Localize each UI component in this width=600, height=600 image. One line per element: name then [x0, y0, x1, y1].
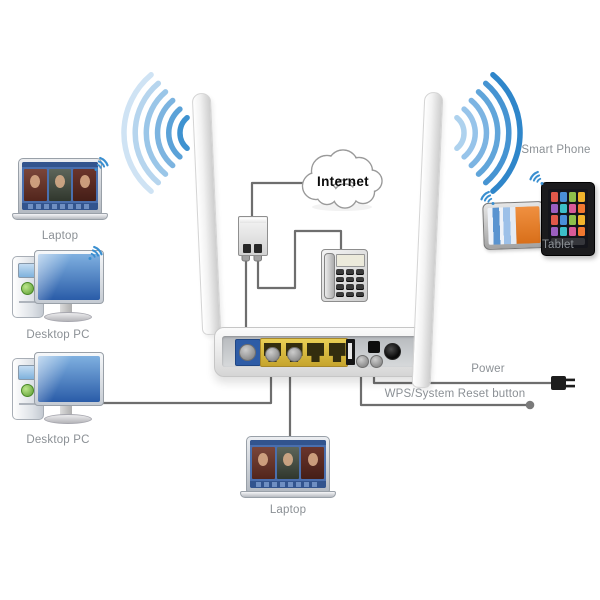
- cable-splitter-to-phone: [256, 229, 343, 290]
- laptop-screen: [246, 436, 330, 492]
- router-port-panel: [222, 336, 418, 368]
- wifi-waves-right-icon: [454, 72, 523, 194]
- lan-port-4: [328, 343, 346, 362]
- lan-port-panel: [260, 338, 348, 367]
- pc-monitor: [34, 352, 104, 406]
- lan2-cable-connector: [286, 347, 302, 362]
- internet-cloud-label: Internet: [317, 174, 369, 189]
- desktop-pc-upper: [8, 245, 108, 330]
- wifi-icon: [94, 156, 109, 171]
- phone-handset: [324, 253, 335, 299]
- router-body: [214, 327, 426, 377]
- usb-port: [346, 339, 355, 365]
- cable-splitter-to-internet: [250, 181, 303, 224]
- dsl-cable-connector: [239, 344, 256, 361]
- smart-phone-label: Smart Phone: [521, 144, 591, 156]
- tablet-screen: [548, 189, 588, 248]
- wps-callout-label: WPS/System Reset button: [384, 388, 526, 400]
- internet-cloud: Internet: [301, 149, 383, 211]
- phone-display: [336, 254, 365, 267]
- laptop-screen: [18, 158, 102, 214]
- power-jack: [384, 343, 401, 360]
- wps-reset-button: [368, 341, 380, 353]
- wifi-icon: [88, 245, 103, 260]
- wps-callout-connector: [356, 355, 369, 368]
- lan-port-3: [307, 343, 324, 362]
- splitter-port: [254, 244, 262, 253]
- laptop-bottom-label: Laptop: [269, 504, 307, 516]
- laptop-left: [12, 156, 109, 220]
- laptop-bottom: [240, 436, 336, 498]
- laptop-left-label: Laptop: [41, 230, 79, 242]
- splitter-port: [243, 244, 251, 253]
- laptop-base: [240, 491, 336, 498]
- tablet-dock: [551, 238, 585, 245]
- wifi-icon: [480, 190, 495, 205]
- lan1-cable-connector: [265, 347, 280, 362]
- power-callout-label: Power: [471, 363, 505, 375]
- laptop-base: [12, 213, 108, 220]
- dsl-port: [235, 339, 261, 366]
- power-plug-icon: [551, 376, 575, 390]
- desktop-pc-lower-label: Desktop PC: [26, 434, 90, 446]
- wps-callout-dot: [525, 400, 535, 410]
- tablet: [541, 182, 595, 256]
- wifi-waves-left-icon: [121, 72, 190, 194]
- desktop-pc-upper-label: Desktop PC: [26, 329, 90, 341]
- desktop-pc-lower: [8, 352, 108, 432]
- desk-phone: [321, 249, 368, 302]
- wifi-icon: [529, 170, 544, 185]
- line-splitter: [238, 216, 268, 256]
- phone-keypad: [336, 269, 364, 297]
- pc-monitor: [34, 250, 104, 304]
- power-cable-connector: [369, 355, 383, 368]
- tablet-label: Tablet: [542, 239, 574, 251]
